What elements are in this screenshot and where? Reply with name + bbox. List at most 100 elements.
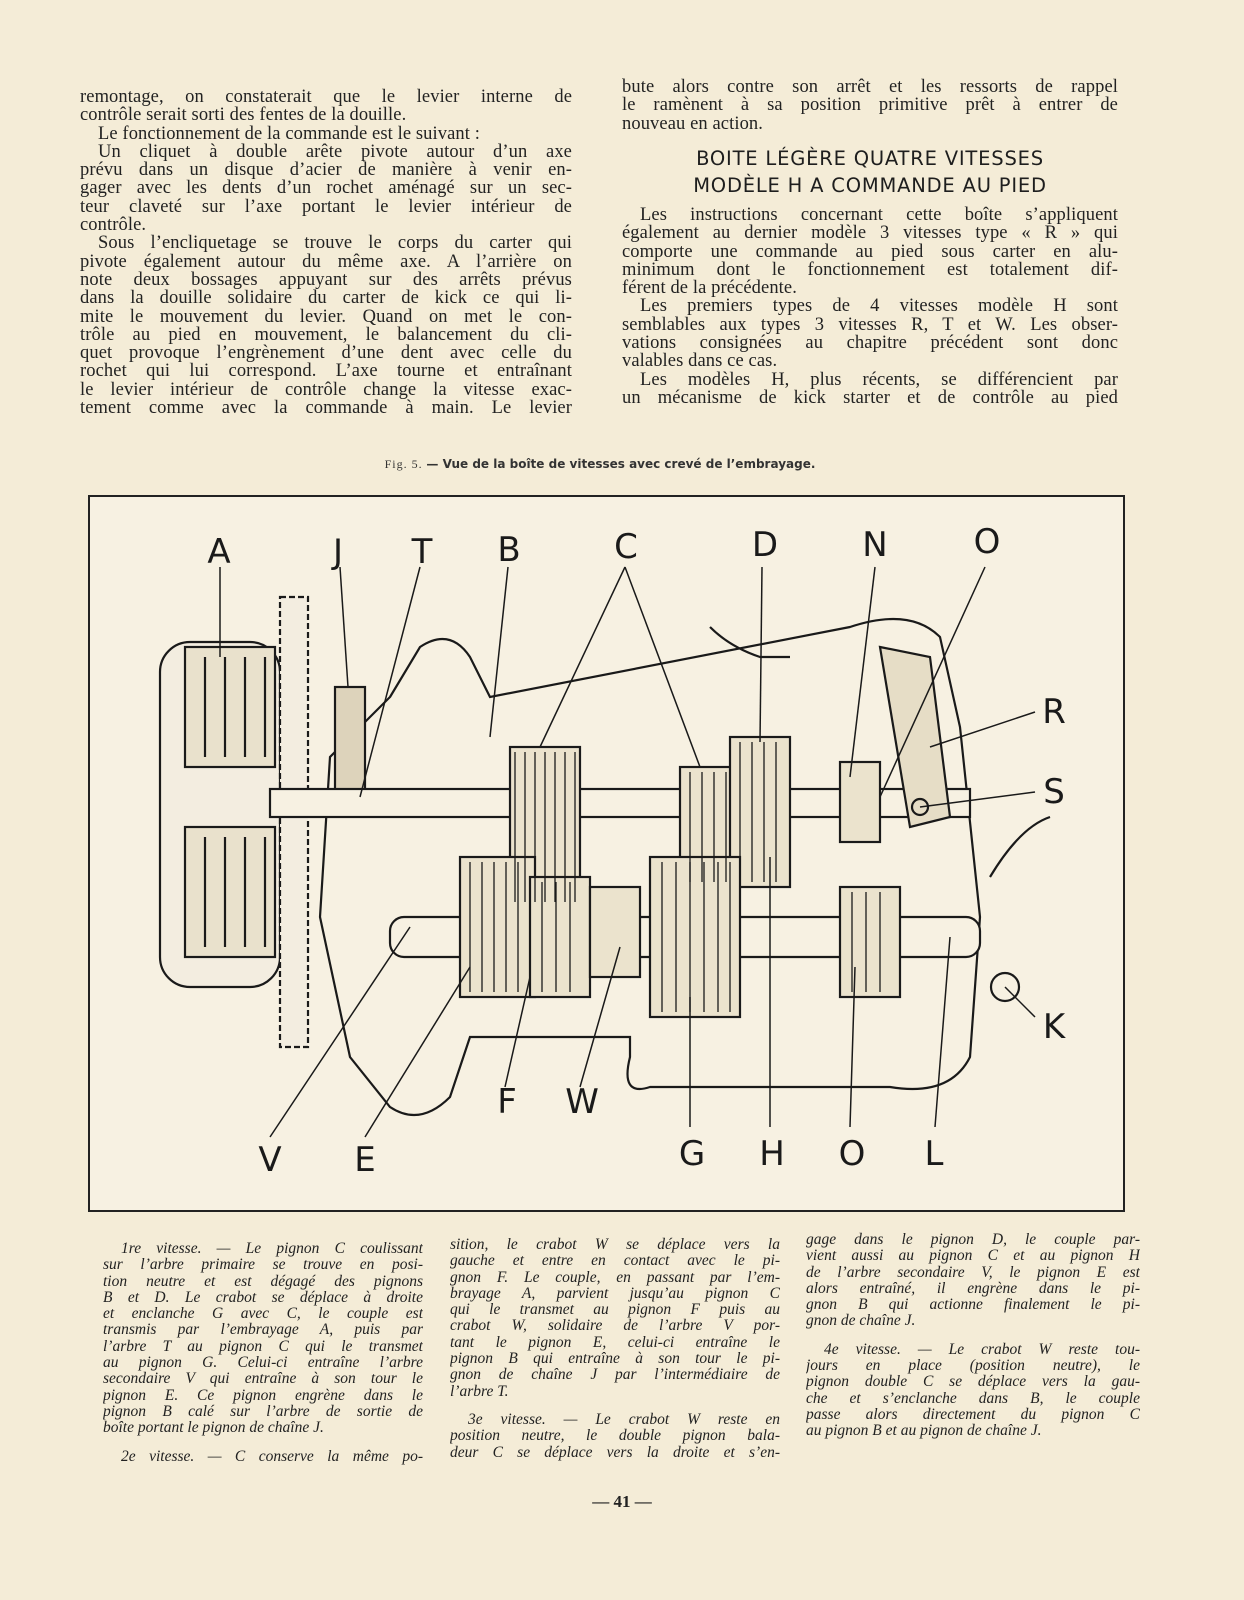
label-A: A <box>207 532 231 572</box>
text-line: 2e vitesse. — C conserve la même po- <box>121 1448 423 1465</box>
text-line: trôle au pied en mouvement, le balanceme… <box>80 325 572 345</box>
text-line: Le fonctionnement de la commande est le … <box>98 124 480 143</box>
text-line: pignon B qui entraîne à son tour le pi- <box>450 1351 780 1368</box>
left-column: remontage, on constaterait que le levier… <box>80 88 572 417</box>
text-line: brayage A, parvient jusqu’au pignon C <box>450 1285 780 1302</box>
text-line: pignon E. Ce pignon engrène dans le <box>103 1387 423 1404</box>
text-line: férent de la précédente. <box>622 279 797 298</box>
text-line: sur l’arbre primaire se trouve en posi- <box>103 1257 423 1274</box>
gearbox-drawing <box>158 566 1051 1138</box>
label-R: R <box>1042 692 1066 732</box>
text-line: note deux bossages appuyant sur des arrê… <box>80 270 572 290</box>
text-line: au pignon G. Celui-ci entraîne l’arbre <box>103 1355 423 1372</box>
label-J: J <box>332 532 344 572</box>
text-line: deur C se déplace vers la droite et s’en… <box>450 1444 780 1461</box>
text-line: dans la douille solidaire du carter de k… <box>80 289 572 308</box>
text-line: semblables aux types 3 vitesses R, T et … <box>622 315 1118 335</box>
text-line: quet provoque l’engrènement d’une dent a… <box>80 344 572 363</box>
text-line: pivote également autour du même axe. A l… <box>80 252 572 271</box>
text-line: jours en place (position neutre), le <box>806 1358 1140 1375</box>
text-line: également au dernier modèle 3 vitesses t… <box>622 224 1118 243</box>
heading-line-2: MODÈLE H A COMMANDE AU PIED <box>693 174 1047 197</box>
text-line: 1re vitesse. — Le pignon C coulissant <box>121 1241 423 1257</box>
right-column-top: bute alors contre son arrêt et les resso… <box>622 78 1118 133</box>
text-line: contrôle serait sorti des fentes de la d… <box>80 106 407 125</box>
label-L: L <box>924 1134 944 1174</box>
text-line: sition, le crabot W se déplace vers la <box>450 1237 780 1253</box>
text-line: passe alors directement du pignon C <box>806 1406 1140 1423</box>
text-line: gage dans le pignon D, le couple par- <box>806 1232 1140 1248</box>
text-line: de l’arbre secondaire V, le pignon E est <box>806 1264 1140 1281</box>
heading-line-1: BOITE LÉGÈRE QUATRE VITESSES <box>696 147 1044 170</box>
text-line: remontage, on constaterait que le levier… <box>80 88 572 107</box>
text-line: transmis par l’embrayage A, puis par <box>103 1322 423 1339</box>
text-line: teur claveté sur l’axe portant le levier… <box>80 197 572 217</box>
paragraph: Le fonctionnement de la commande est le … <box>80 125 572 143</box>
label-F: F <box>497 1082 517 1122</box>
text-line: che et s’enclanche dans B, le couple <box>806 1390 1140 1407</box>
text-line: mite le mouvement du levier. Quand on me… <box>80 307 572 326</box>
bottom-column-3: gage dans le pignon D, le couple par-vie… <box>806 1232 1140 1440</box>
text-line: boîte portant le pignon de chaîne J. <box>103 1420 324 1437</box>
text-line: l’arbre T au pignon C qui le transmet <box>103 1338 423 1355</box>
text-line: minimum dont le fonctionnement est total… <box>622 260 1118 280</box>
text-line: B et D. Le crabot se déplace à droite <box>103 1289 423 1306</box>
text-line: contrôle. <box>80 216 147 235</box>
section-heading: BOITE LÉGÈRE QUATRE VITESSES MODÈLE H A … <box>622 145 1118 199</box>
page-number: — 41 — <box>592 1492 652 1511</box>
text-line: gnon de chaîne J. <box>806 1313 916 1330</box>
label-K: K <box>1042 1007 1066 1047</box>
label-H: H <box>759 1134 785 1174</box>
figure-caption-text: — Vue de la boîte de vitesses avec crevé… <box>426 457 816 471</box>
label-V: V <box>258 1140 282 1180</box>
label-C: C <box>614 527 638 567</box>
text-line: Les modèles H, plus récents, se différen… <box>640 370 1118 389</box>
text-line: Un cliquet à double arête pivote autour … <box>98 142 572 162</box>
paragraph: 2e vitesse. — C conserve la même po- <box>103 1449 423 1465</box>
paragraph: bute alors contre son arrêt et les resso… <box>622 78 1118 133</box>
text-line: crabot W, solidaire de l’arbre V por- <box>450 1318 780 1335</box>
text-line: gauche et entre en contact avec le pi- <box>450 1253 780 1270</box>
chain-sprocket <box>278 595 310 1049</box>
figure-caption: Fig. 5. — Vue de la boîte de vitesses av… <box>340 457 860 472</box>
text-line: gnon de chaîne J par l’intermédiaire de <box>450 1367 780 1384</box>
text-line: Les instructions concernant cette boîte … <box>640 206 1118 225</box>
label-N: N <box>862 525 888 565</box>
text-line: comporte une commande au pied sous carte… <box>622 242 1118 261</box>
label-D: D <box>751 525 779 565</box>
label-G: G <box>678 1134 706 1174</box>
text-line: 4e vitesse. — Le crabot W reste tou- <box>824 1341 1140 1358</box>
gearbox-figure: A J T B C D N O R S K V E F W G H O L <box>88 495 1125 1212</box>
text-line: bute alors contre son arrêt et les resso… <box>622 78 1118 97</box>
paragraph: remontage, on constaterait que le levier… <box>80 88 572 125</box>
label-E: E <box>354 1140 376 1180</box>
gearbox-casing <box>318 617 982 1117</box>
paragraph: 4e vitesse. — Le crabot W reste tou-jour… <box>806 1342 1140 1440</box>
label-B: B <box>497 530 521 570</box>
text-line: position neutre, le double pignon bala- <box>450 1428 780 1445</box>
label-O-bottom: O <box>838 1134 866 1174</box>
paragraph: gage dans le pignon D, le couple par-vie… <box>806 1232 1140 1330</box>
paragraph: Les premiers types de 4 vitesses modèle … <box>622 297 1118 370</box>
text-line: tement comme avec la commande à main. Le… <box>80 399 572 418</box>
text-line: tant le pignon E, celui-ci entraîne le <box>450 1334 780 1351</box>
text-line: pignon double C se déplace vers la gau- <box>806 1374 1140 1391</box>
label-S: S <box>1043 772 1065 812</box>
text-line: valables dans ce cas. <box>622 352 778 371</box>
text-line: pignon B calé sur l’arbre de sortie de <box>103 1403 423 1420</box>
paragraph: Les modèles H, plus récents, se différen… <box>622 371 1118 408</box>
text-line: vient aussi au pignon C et au pignon H <box>806 1248 1140 1265</box>
text-line: prévu dans un disque d’acier de manière … <box>80 161 572 180</box>
text-line: gnon F. Le couple, en passant par l’em- <box>450 1269 780 1286</box>
text-line: gnon B qui actionne finalement le pi- <box>806 1297 1140 1314</box>
text-line: alors entraîné, il engrène dans le pi- <box>806 1280 1140 1297</box>
text-line: l’arbre T. <box>450 1383 509 1400</box>
figure-number: Fig. 5. <box>384 457 423 471</box>
right-column: Les instructions concernant cette boîte … <box>622 206 1118 407</box>
text-line: un mécanisme de kick starter et de contr… <box>622 388 1118 408</box>
text-line: tion neutre et est dégagé des pignons <box>103 1273 423 1290</box>
